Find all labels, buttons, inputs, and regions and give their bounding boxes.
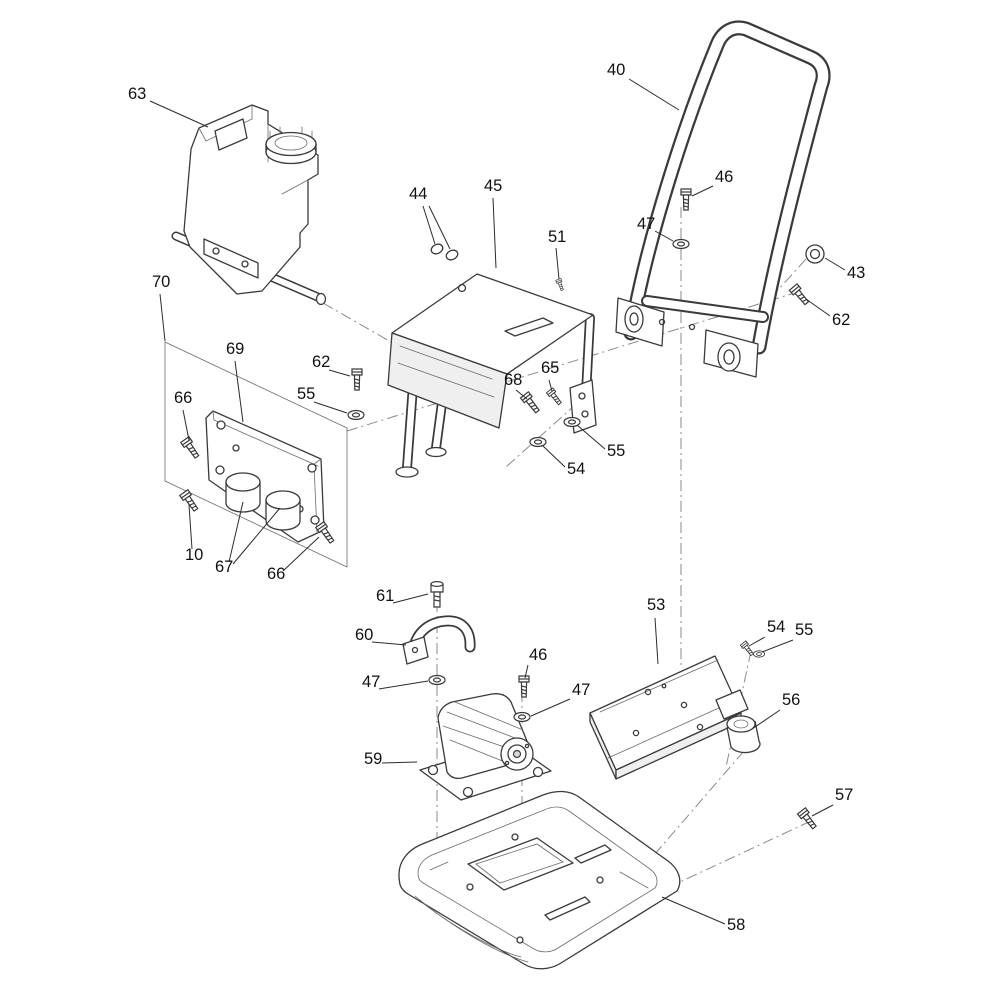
screw-46-top [680, 188, 692, 211]
washer-55-mid [347, 409, 365, 421]
centerline-tank-to-guard [322, 302, 392, 343]
console-plate [589, 655, 749, 780]
part-label-51: 51 [548, 228, 566, 246]
screw-57 [796, 807, 819, 832]
centerline-diagonal-mid [346, 290, 802, 432]
part-label-69: 69 [226, 340, 244, 358]
hose-clips [430, 243, 459, 261]
base-plate [398, 790, 681, 970]
tank-cap [265, 126, 317, 165]
screw-65 [545, 387, 564, 407]
belt-guard-slot [504, 317, 554, 337]
part-label-66-lower: 66 [267, 565, 285, 583]
washer-54-bracket [529, 436, 547, 448]
screw-54-console [739, 640, 756, 658]
screw-62-right [788, 283, 812, 308]
part-label-67: 67 [215, 558, 233, 576]
tank-bracket [203, 238, 259, 279]
washer-47-right [513, 711, 531, 723]
part-label-68: 68 [504, 371, 522, 389]
pin-51 [555, 278, 566, 292]
part-label-63: 63 [128, 85, 146, 103]
tank-handle-recess [214, 118, 248, 151]
part-label-47-left: 47 [362, 673, 380, 691]
washer-47-top [672, 238, 690, 250]
rubber-buffer-56 [726, 715, 761, 754]
part-label-57: 57 [835, 786, 853, 804]
part-label-55-mid: 55 [297, 385, 315, 403]
part-label-44: 44 [409, 185, 427, 203]
part-label-56: 56 [782, 691, 800, 709]
belt-guard [387, 273, 597, 478]
part-label-59: 59 [364, 750, 382, 768]
console-side-bracket [715, 689, 749, 720]
carry-handle-foot [402, 636, 429, 665]
screw-66-upper [180, 436, 202, 461]
part-label-55-console: 55 [795, 621, 813, 639]
guide-handle [615, 20, 831, 378]
part-label-10: 10 [185, 546, 203, 564]
part-label-66-upper: 66 [174, 389, 192, 407]
screw-10 [179, 489, 201, 514]
screw-66-lower [315, 521, 337, 546]
part-label-47-top: 47 [637, 215, 655, 233]
washer-47-left [428, 674, 446, 686]
screw-46-mid [518, 675, 530, 698]
part-label-60: 60 [355, 626, 373, 644]
part-label-43: 43 [847, 264, 865, 282]
rubber-buffer-right [265, 490, 301, 531]
part-label-55-bracket: 55 [607, 442, 625, 460]
part-label-70: 70 [152, 273, 170, 291]
part-label-62-mid: 62 [312, 353, 330, 371]
leader-lines [149, 78, 846, 925]
part-label-58: 58 [727, 916, 745, 934]
carry-handle [402, 615, 476, 665]
centerline-screw57-to-baseplate [666, 820, 812, 889]
part-label-54-bracket: 54 [567, 460, 585, 478]
part-label-40: 40 [607, 61, 625, 79]
part-label-47-right: 47 [572, 681, 590, 699]
rubber-buffer-left [225, 472, 261, 513]
part-label-45: 45 [484, 177, 502, 195]
part-labels: 63 40 44 45 51 46 47 43 62 70 69 66 62 5… [128, 61, 865, 934]
screw-68 [519, 391, 542, 416]
part-label-46-mid: 46 [529, 646, 547, 664]
part-label-46-top: 46 [715, 168, 733, 186]
screw-62-mid [351, 368, 363, 391]
part-label-62-right: 62 [832, 311, 850, 329]
exciter-assembly [419, 693, 552, 801]
bolt-61 [430, 580, 444, 608]
part-label-54-console: 54 [767, 618, 785, 636]
centerline-bracket-washers [505, 388, 594, 468]
part-label-53: 53 [647, 596, 665, 614]
part-label-65: 65 [541, 359, 559, 377]
mount-panel-outline [164, 341, 348, 568]
cap-43 [805, 244, 825, 264]
part-label-61: 61 [376, 587, 394, 605]
mount-bracket [205, 410, 325, 543]
